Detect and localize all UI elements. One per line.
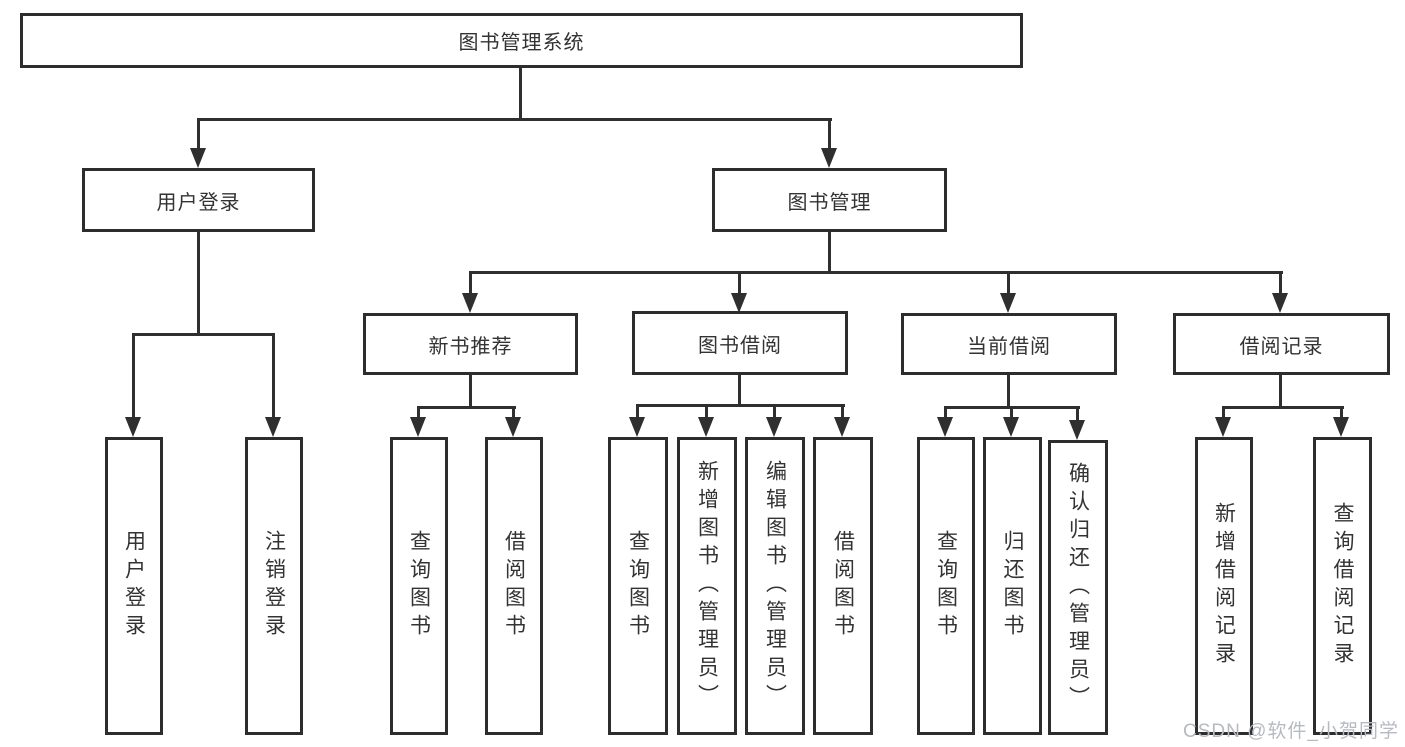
arrow-down-icon xyxy=(937,417,953,437)
leaf-edit-books-admin: 编辑图书（管理员） xyxy=(745,437,805,735)
node-label: 编辑图书（管理员） xyxy=(763,460,787,712)
node-label: 注销登录 xyxy=(262,530,286,642)
node-label: 用户登录 xyxy=(122,530,146,642)
connector-user-login-drop xyxy=(197,118,200,152)
node-label: 归还图书 xyxy=(1001,530,1024,642)
connector-book-borrow-rail xyxy=(637,404,845,407)
connector-book-mgmt-rail xyxy=(469,271,1283,274)
arrow-down-icon xyxy=(1003,417,1019,437)
connector-leaf-drop xyxy=(132,333,135,421)
node-borrow-records: 借阅记录 xyxy=(1173,313,1390,375)
node-book-management: 图书管理 xyxy=(712,168,947,232)
leaf-logout: 注销登录 xyxy=(245,437,303,735)
arrow-down-icon xyxy=(1333,417,1349,437)
node-label: 查询图书 xyxy=(407,530,431,642)
connector-book-mgmt-stem xyxy=(828,230,831,274)
node-label: 查询图书 xyxy=(626,530,650,642)
connector-new-book-stem xyxy=(469,373,472,409)
arrow-down-icon xyxy=(629,417,645,437)
node-current-borrow: 当前借阅 xyxy=(901,313,1117,375)
connector-new-book-rail xyxy=(417,406,516,409)
connector-borrow-records-rail xyxy=(1223,406,1344,409)
connector-leaf-drop xyxy=(272,333,275,421)
arrow-down-icon xyxy=(462,293,478,313)
connector-leaf-drop xyxy=(636,404,639,421)
leaf-query-books-recommend: 查询图书 xyxy=(390,437,448,735)
connector-leaf-drop xyxy=(773,404,776,421)
node-label: 新书推荐 xyxy=(428,335,513,358)
arrow-down-icon xyxy=(265,417,281,437)
leaf-query-borrow-record: 查询借阅记录 xyxy=(1313,437,1372,735)
leaf-add-borrow-record: 新增借阅记录 xyxy=(1195,437,1253,735)
arrow-down-icon xyxy=(190,148,206,168)
arrow-down-icon xyxy=(410,417,426,437)
connector-book-mgmt-drop xyxy=(828,118,831,152)
node-label: 借阅记录 xyxy=(1239,335,1324,358)
node-label: 用户登录 xyxy=(156,191,241,214)
connector-leaf-drop xyxy=(1010,406,1013,421)
connector-level3-drop xyxy=(469,271,472,297)
connector-current-borrow-stem xyxy=(1007,373,1010,409)
connector-leaf-drop xyxy=(944,406,947,421)
node-book-borrow: 图书借阅 xyxy=(632,311,848,375)
connector-leaf-drop xyxy=(841,404,844,421)
connector-leaf-drop xyxy=(417,406,420,421)
arrow-down-icon xyxy=(1000,293,1016,313)
arrow-down-icon xyxy=(821,148,837,168)
connector-level3-drop xyxy=(1007,271,1010,297)
node-label: 当前借阅 xyxy=(967,335,1051,358)
connector-leaf-drop xyxy=(1076,406,1079,422)
leaf-return-books: 归还图书 xyxy=(983,437,1042,735)
arrow-down-icon xyxy=(1069,420,1085,440)
connector-leaf-drop xyxy=(1222,406,1225,421)
connector-root-stem xyxy=(519,66,522,120)
node-label: 借阅图书 xyxy=(831,530,855,642)
arrow-down-icon xyxy=(698,417,714,437)
arrow-down-icon xyxy=(1272,293,1288,313)
node-label: 新增借阅记录 xyxy=(1212,502,1236,670)
arrow-down-icon xyxy=(125,417,141,437)
arrow-down-icon xyxy=(766,417,782,437)
connector-user-login-rail xyxy=(132,333,275,336)
node-label: 图书管理系统 xyxy=(458,32,585,54)
connector-leaf-drop xyxy=(705,404,708,421)
arrow-down-icon xyxy=(505,417,521,437)
arrow-down-icon xyxy=(731,293,747,313)
leaf-user-login: 用户登录 xyxy=(105,437,163,735)
node-label: 图书借阅 xyxy=(698,334,782,357)
node-library-system: 图书管理系统 xyxy=(20,13,1023,68)
node-label: 新增图书（管理员） xyxy=(695,460,719,712)
leaf-confirm-return-admin: 确认归还（管理员） xyxy=(1048,440,1108,735)
csdn-watermark: CSDN @软件_小贺同学 xyxy=(1183,721,1399,742)
connector-leaf-drop xyxy=(1340,406,1343,421)
connector-borrow-records-stem xyxy=(1279,373,1282,409)
leaf-query-books-current: 查询图书 xyxy=(917,437,975,735)
leaf-add-books-admin: 新增图书（管理员） xyxy=(677,437,737,735)
connector-level3-drop xyxy=(738,271,741,297)
leaf-query-books-borrow: 查询图书 xyxy=(608,437,668,735)
connector-user-login-stem xyxy=(197,230,200,336)
connector-level3-drop xyxy=(1279,271,1282,297)
arrow-down-icon xyxy=(1215,417,1231,437)
leaf-borrow-books-recommend: 借阅图书 xyxy=(485,437,543,735)
connector-leaf-drop xyxy=(512,406,515,421)
arrow-down-icon xyxy=(834,417,850,437)
connector-root-rail xyxy=(197,118,832,121)
node-new-book-recommend: 新书推荐 xyxy=(363,313,578,375)
node-label: 查询借阅记录 xyxy=(1331,502,1354,670)
node-label: 查询图书 xyxy=(934,530,958,642)
leaf-borrow-books: 借阅图书 xyxy=(813,437,873,735)
node-label: 确认归还（管理员） xyxy=(1066,461,1090,714)
node-user-login: 用户登录 xyxy=(82,168,315,232)
node-label: 借阅图书 xyxy=(502,530,526,642)
node-label: 图书管理 xyxy=(787,191,872,214)
connector-book-borrow-stem xyxy=(738,373,741,407)
